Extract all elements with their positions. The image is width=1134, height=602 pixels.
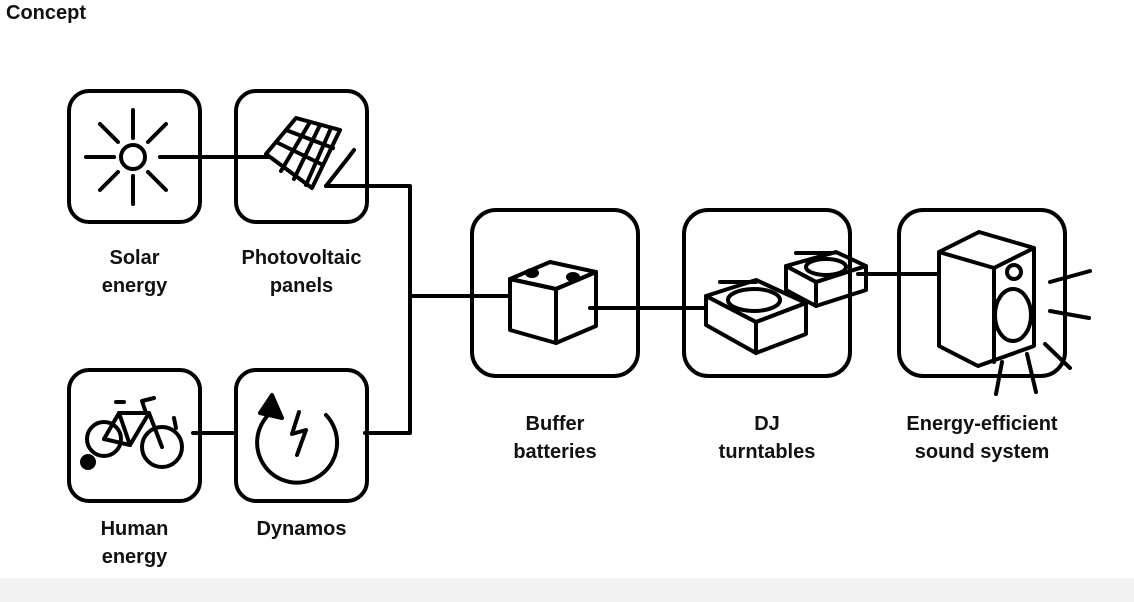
bottom-band (0, 578, 1134, 602)
battery-box (470, 208, 640, 378)
turntables-icon (704, 250, 868, 355)
speaker-label: Energy-efficient sound system (884, 410, 1080, 466)
speaker-label-line1: Energy-efficient (906, 413, 1058, 435)
battery-label: Buffer batteries (472, 410, 638, 466)
dj-box (682, 208, 852, 378)
solar-label-line1: Solar (109, 247, 160, 269)
dynamos-label: Dynamos (226, 515, 377, 543)
solar-panel-icon (264, 116, 356, 190)
human-label-line2: energy (101, 546, 168, 568)
speaker-label-line2: sound system (914, 441, 1050, 463)
pv-box (234, 89, 369, 224)
pv-label-line2: panels (269, 275, 334, 297)
speaker-box (897, 208, 1067, 378)
dj-label-line1: DJ (754, 413, 780, 435)
dj-label-line2: turntables (718, 441, 816, 463)
speaker-icon (937, 230, 1092, 396)
pv-label: Photovoltaic panels (211, 244, 392, 300)
human-label: Human energy (69, 515, 200, 571)
solar-label-line2: energy (101, 275, 168, 297)
page-title: Concept (6, 2, 86, 24)
battery-icon (508, 260, 598, 345)
bicycle-icon (80, 396, 184, 470)
dynamos-box (234, 368, 369, 503)
dynamos-label-line1: Dynamos (256, 518, 347, 540)
battery-label-line1: Buffer (525, 413, 585, 435)
battery-label-line2: batteries (513, 441, 597, 463)
dj-label: DJ turntables (684, 410, 850, 466)
human-box (67, 368, 202, 503)
sun-icon (84, 108, 168, 206)
human-label-line1: Human (100, 518, 169, 540)
solar-label: Solar energy (69, 244, 200, 300)
solar-box (67, 89, 202, 224)
dynamo-icon (255, 393, 340, 485)
pv-label-line1: Photovoltaic (241, 247, 362, 269)
